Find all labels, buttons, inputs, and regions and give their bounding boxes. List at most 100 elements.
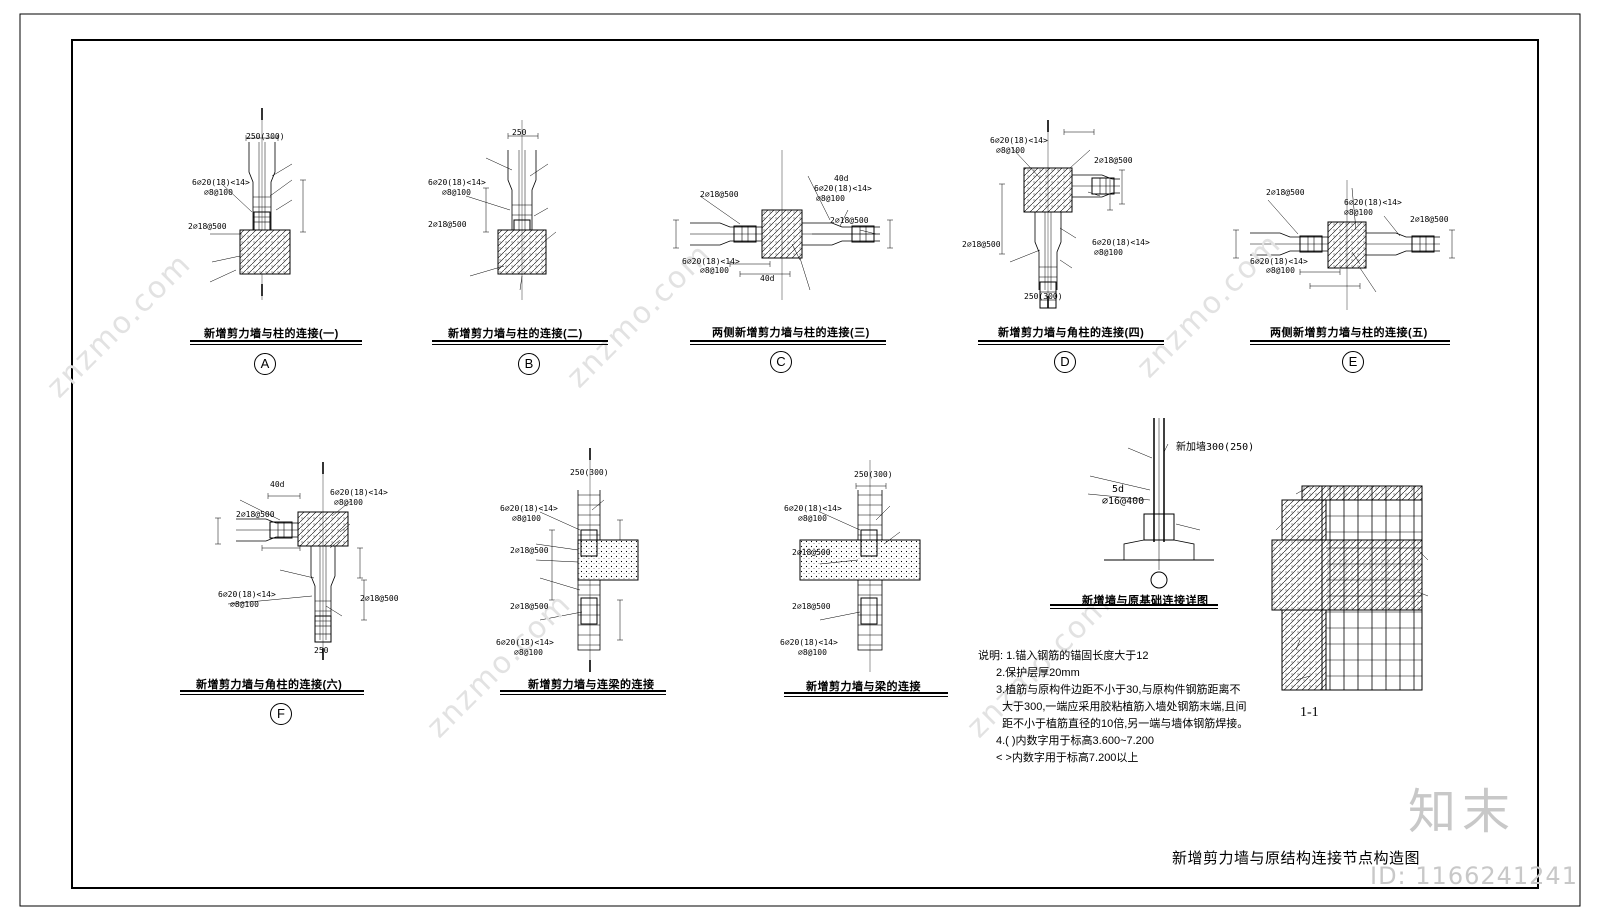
note-line: 3.植筋与原构件边距不小于30,与原构件钢筋距离不 — [996, 684, 1241, 696]
drawing-outline — [1072, 174, 1120, 180]
leader-line — [875, 505, 891, 521]
dim-text: 250(300) — [246, 132, 285, 141]
detail-mark-e: E — [1342, 351, 1364, 373]
drawing-outline — [236, 536, 298, 542]
detail-mark-a: A — [254, 353, 276, 375]
leader-line — [539, 577, 581, 591]
section-1-1-wall — [1321, 485, 1423, 691]
detail-label-f: 新增剪力墙与角柱的连接(六) — [196, 679, 343, 691]
leader-line — [325, 605, 343, 617]
tie-text: 2⌀18@500 — [360, 594, 399, 603]
leader-line — [539, 611, 583, 621]
anchor-cage — [733, 225, 757, 243]
tie-text: 2⌀18@500 — [428, 220, 467, 229]
leader-line — [1009, 249, 1041, 263]
sheet-title: 新增剪力墙与原结构连接节点构造图 — [1172, 850, 1421, 867]
note-line: < >内数字用于标高7.200以上 — [996, 752, 1139, 764]
anchor-cage — [1039, 281, 1057, 309]
label-underline — [1250, 340, 1450, 345]
drawing-outline — [1034, 212, 1040, 290]
leader-line — [1163, 443, 1169, 453]
anchor-cage — [1411, 235, 1435, 253]
rebar-text: 6⌀20(18)<14> — [1344, 198, 1402, 207]
leader-line — [271, 163, 293, 177]
anchor-cage — [314, 615, 332, 643]
leader-line — [535, 559, 579, 563]
leader-line — [275, 199, 293, 211]
leader-line — [485, 157, 513, 171]
stirrup-text: ⌀8@100 — [798, 648, 827, 657]
leader-line — [591, 499, 605, 511]
image-id: ID: 1166241241 — [1370, 862, 1578, 890]
tie-text: 2⌀18@500 — [236, 510, 275, 519]
drawing-outline — [1056, 212, 1062, 290]
leader-line — [239, 499, 281, 521]
leader-line — [465, 195, 511, 211]
leader-line — [221, 183, 253, 213]
dim-text: 250 — [512, 128, 527, 137]
rebar-text: 6⌀20(18)<14> — [1250, 257, 1308, 266]
detail-label-g: 新增剪力墙与连梁的连接 — [528, 679, 655, 691]
leader-line — [839, 209, 849, 227]
stirrup-text: ⌀8@100 — [514, 648, 543, 657]
tie-text: 2⌀18@500 — [1266, 188, 1305, 197]
brand-logo: 知末 — [1408, 784, 1517, 840]
label-underline — [784, 692, 948, 697]
notes-block: 说明: 1.锚入钢筋的锚固长度大于12 2.保护层厚20mm 3.植筋与原构件边… — [978, 648, 1248, 767]
leader-line — [279, 569, 315, 579]
detail-label-b: 新增剪力墙与柱的连接(二) — [448, 328, 583, 340]
dim-text: 250(300) — [1024, 292, 1063, 301]
section-label: 1-1 — [1300, 705, 1319, 720]
anchor-cage — [269, 521, 293, 539]
label-underline — [180, 690, 364, 695]
dim-text: 250 — [314, 646, 329, 655]
stirrup-text: ⌀8@100 — [204, 188, 233, 197]
leader-line — [339, 523, 351, 533]
stirrup-text: ⌀8@100 — [700, 266, 729, 275]
leader-line — [329, 539, 341, 549]
leader-line — [539, 511, 581, 531]
dim-text: 40d — [760, 274, 775, 283]
stirrup-text: ⌀8@100 — [334, 498, 363, 507]
tie-text: 2⌀18@500 — [510, 546, 549, 555]
stirrup-text: ⌀8@100 — [1094, 248, 1123, 257]
label-underline — [978, 340, 1164, 345]
leader-line — [1383, 215, 1401, 237]
section-1-1-slab — [1301, 485, 1423, 501]
rebar-text: 6⌀20(18)<14> — [192, 178, 250, 187]
dim-text: 250(300) — [570, 468, 609, 477]
rebar-text: 6⌀20(18)<14> — [500, 504, 558, 513]
leader-line — [1089, 475, 1151, 491]
drawing-outline — [1104, 539, 1214, 561]
drawing-outline — [310, 546, 316, 640]
stirrup-text: ⌀8@100 — [512, 514, 541, 523]
tie-text: 2⌀18@500 — [792, 602, 831, 611]
anchor-cage — [860, 529, 878, 557]
note-line: 大于300,一端应采用胶粘植筋入墙处钢筋末端,且间 — [1002, 701, 1247, 713]
rebar-text: 6⌀20(18)<14> — [814, 184, 872, 193]
leader-line — [469, 265, 505, 277]
dim-text: 40d — [834, 174, 849, 183]
beam-section — [577, 539, 639, 581]
stirrup-text: ⌀8@100 — [230, 600, 259, 609]
leader-line — [1359, 267, 1377, 293]
rebar-text: 6⌀20(18)<14> — [330, 488, 388, 497]
drawing-outline — [507, 150, 513, 232]
leader-line — [819, 611, 861, 621]
note-line: 4.( )内数字用于标高3.600~7.200 — [996, 735, 1155, 747]
concrete-section — [239, 229, 291, 275]
tie-text: 2⌀18@500 — [792, 548, 831, 557]
leader-line — [1127, 447, 1153, 459]
leader-line — [1417, 549, 1429, 561]
anchor-cage — [580, 597, 598, 625]
rebar-text: 6⌀20(18)<14> — [682, 257, 740, 266]
stirrup-text: ⌀8@100 — [442, 188, 471, 197]
drawing-outline — [1366, 250, 1440, 256]
label-underline — [500, 690, 666, 695]
found-5d-text: 5d — [1112, 484, 1125, 495]
leader-line — [227, 595, 313, 605]
section-1-1-beam — [1271, 539, 1423, 611]
tie-text: 2⌀18@500 — [188, 222, 227, 231]
leader-line — [1417, 591, 1429, 597]
detail-label-d: 新增剪力墙与角柱的连接(四) — [998, 327, 1145, 339]
